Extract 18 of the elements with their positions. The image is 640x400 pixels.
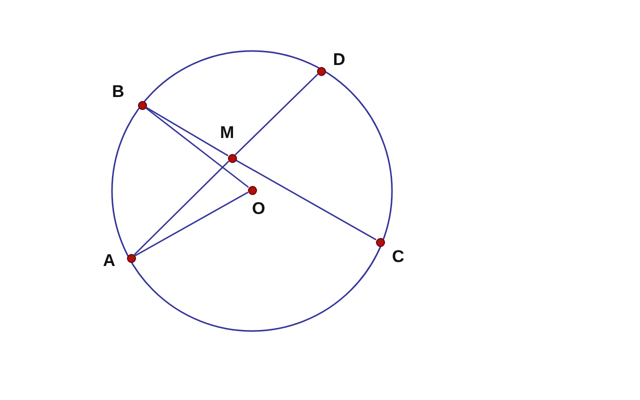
point-label: C — [392, 248, 404, 265]
point-label: M — [220, 124, 234, 141]
line-segment — [234, 74, 318, 156]
point-dot — [316, 66, 326, 76]
point-label: B — [112, 83, 124, 100]
point-dot — [228, 154, 236, 162]
point-label: O — [252, 200, 266, 217]
line-segment — [134, 160, 230, 256]
point-dot — [138, 100, 146, 110]
line-segment — [134, 192, 248, 256]
line-segment — [145, 107, 249, 188]
point-label: A — [103, 252, 116, 269]
point-label: D — [333, 51, 346, 68]
point-dot — [248, 186, 256, 194]
point-dot — [376, 238, 384, 246]
line-segment — [236, 160, 376, 240]
line-segment — [146, 106, 228, 156]
point-dot — [126, 254, 136, 262]
